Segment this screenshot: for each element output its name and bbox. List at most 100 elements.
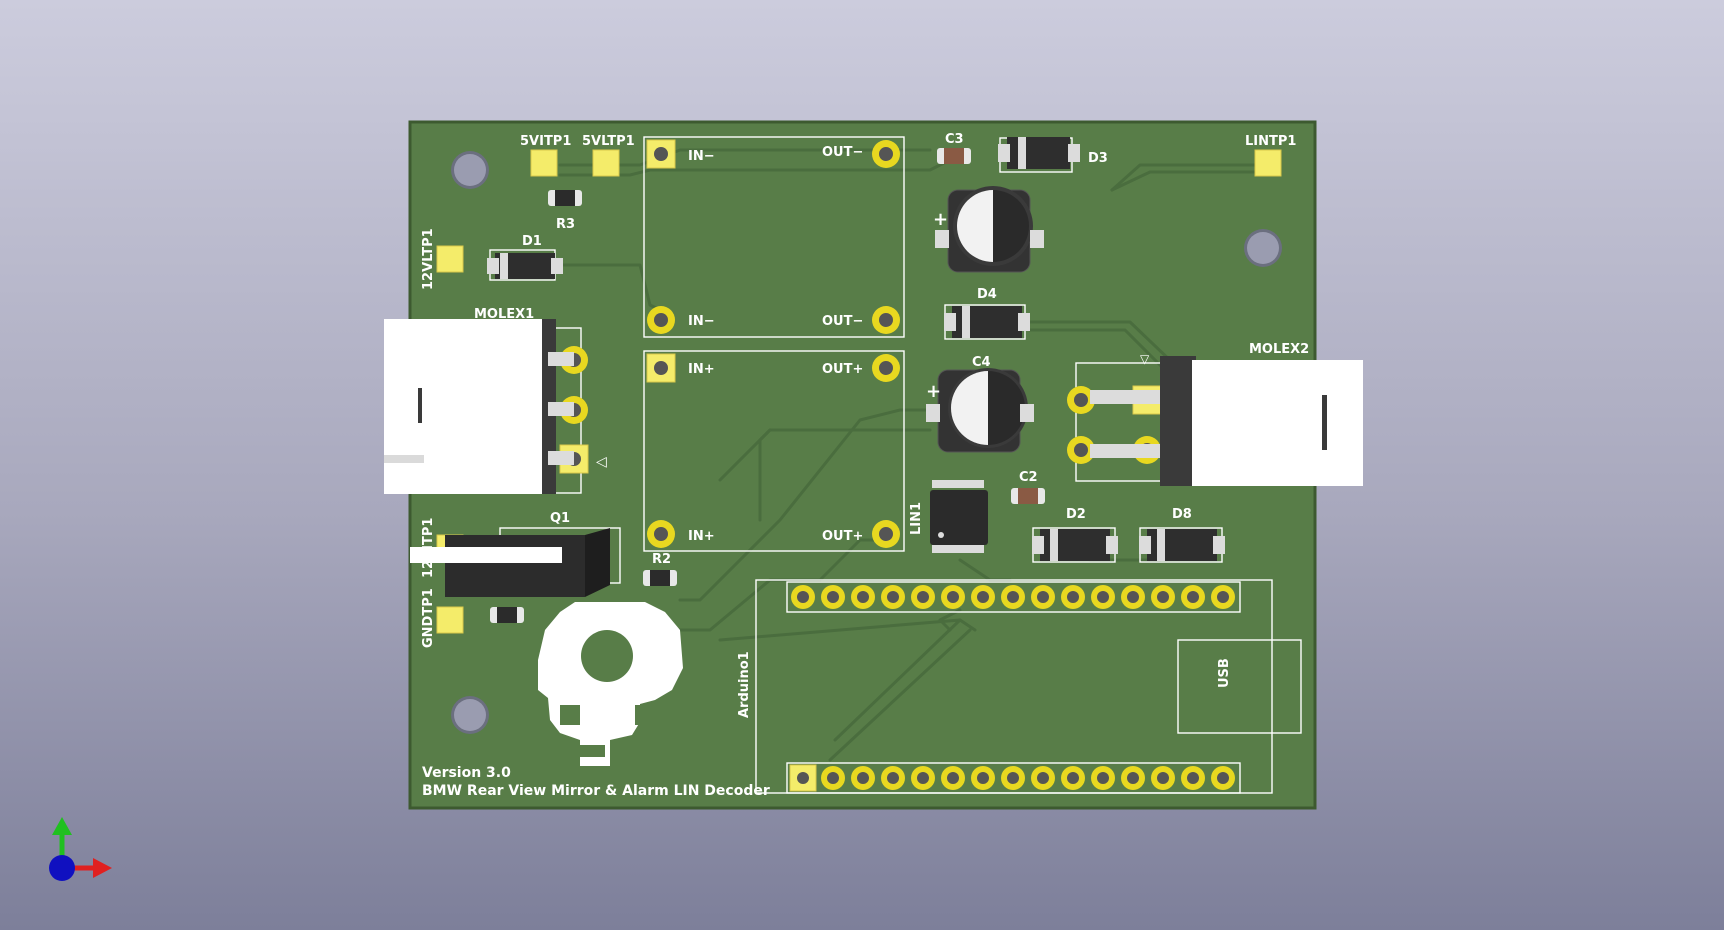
header-pin-hole	[1217, 772, 1229, 784]
transistor-q1-label: Q1	[550, 511, 570, 526]
header-pin-hole	[797, 591, 809, 603]
z-axis-dot	[49, 855, 75, 881]
module-bottom-out-plus-2: OUT+	[822, 529, 863, 544]
resistor-r1	[490, 607, 524, 623]
header-pin-hole	[947, 591, 959, 603]
connector-molex1-label: MOLEX1	[474, 307, 534, 322]
capacitor-c4: + C4	[926, 355, 1034, 453]
test-point-12vl	[436, 245, 464, 273]
connector-molex1: MOLEX1 ◁	[384, 307, 607, 494]
diodes: D1 D3 D4	[487, 137, 1225, 563]
module-bottom-in-plus-1: IN+	[688, 362, 715, 377]
module-bottom-in-plus-2: IN+	[688, 529, 715, 544]
capacitor-c5: +	[933, 186, 1044, 273]
diode-d3-label: D3	[1088, 151, 1108, 166]
pcb-board: 5VITP1 5VLTP1 LINTP1 12VLTP1 12VITP1 GND…	[384, 120, 1363, 810]
connector-molex2: MOLEX2 ▽	[1067, 342, 1363, 486]
version-label: Version 3.0	[422, 765, 511, 781]
header-pin-hole	[1127, 772, 1139, 784]
header-pin-hole	[1157, 772, 1169, 784]
diode-d8: D8	[1139, 507, 1225, 563]
module-top-in-minus-2: IN−	[688, 314, 715, 329]
header-pin-hole	[827, 591, 839, 603]
diode-d8-label: D8	[1172, 507, 1192, 522]
capacitor-c2: C2	[1011, 470, 1045, 504]
diode-d4-label: D4	[977, 287, 997, 302]
capacitor-c3: C3	[937, 132, 971, 164]
header-pin-hole	[1037, 591, 1049, 603]
header-row-bottom	[789, 764, 1235, 792]
header-pin-hole	[917, 772, 929, 784]
connector-molex2-pin1-marker: ▽	[1140, 352, 1150, 366]
header-pin-hole	[1217, 591, 1229, 603]
header-pin-hole	[887, 772, 899, 784]
module-top-in-minus-1: IN−	[688, 149, 715, 164]
y-axis-arrow-head	[52, 817, 72, 835]
header-pin-hole	[857, 772, 869, 784]
header-pin-hole	[1157, 591, 1169, 603]
smd-passives: R3 R2 C3 C2	[490, 132, 1045, 623]
header-pin-hole	[887, 591, 899, 603]
arduino-label: Arduino1	[737, 651, 752, 718]
connector-molex2-label: MOLEX2	[1249, 342, 1309, 357]
usb-label: USB	[1217, 658, 1232, 688]
board-logo	[538, 602, 683, 766]
test-point-5vl-label: 5VLTP1	[582, 134, 635, 149]
header-pin-hole	[977, 591, 989, 603]
board-title-label: BMW Rear View Mirror & Alarm LIN Decoder	[422, 783, 770, 799]
x-axis-arrow-head	[93, 858, 112, 878]
header-pin-hole	[1007, 591, 1019, 603]
test-point-gnd-label: GNDTP1	[421, 588, 436, 648]
test-point-5vi	[530, 149, 558, 177]
capacitor-c4-plus: +	[926, 381, 941, 402]
connector-molex1-pin1-marker: ◁	[596, 454, 607, 470]
resistor-r3: R3	[548, 190, 582, 232]
capacitor-c2-label: C2	[1019, 470, 1038, 485]
header-pin-hole	[1097, 591, 1109, 603]
diode-d1-label: D1	[522, 234, 542, 249]
dc-dc-module-bottom: IN+ OUT+ IN+ OUT+	[643, 350, 905, 552]
test-point-5vl	[592, 149, 620, 177]
test-point-lin-label: LINTP1	[1245, 134, 1296, 149]
test-point-12vl-label: 12VLTP1	[421, 228, 436, 290]
transistor-q1: Q1	[410, 511, 621, 597]
test-point-5vi-label: 5VITP1	[520, 134, 571, 149]
dc-dc-module-top: IN− OUT− IN− OUT−	[643, 136, 905, 338]
header-pin-hole	[1187, 772, 1199, 784]
module-bottom-out-plus-1: OUT+	[822, 362, 863, 377]
capacitor-c4-label: C4	[972, 355, 991, 370]
module-top-out-minus-2: OUT−	[822, 314, 863, 329]
header-row-top	[791, 585, 1235, 609]
diode-d4: D4	[944, 287, 1030, 340]
resistor-r2: R2	[643, 552, 677, 586]
header-pin-hole	[977, 772, 989, 784]
axes-gizmo[interactable]	[49, 817, 112, 881]
ic-lin1: LIN1	[909, 480, 988, 553]
header-pin-hole	[827, 772, 839, 784]
test-point-lin	[1254, 149, 1282, 177]
header-pin-hole	[947, 772, 959, 784]
resistor-r2-label: R2	[652, 552, 671, 567]
header-pin-hole	[1067, 591, 1079, 603]
diode-d2: D2	[1032, 507, 1118, 563]
diode-d2-label: D2	[1066, 507, 1086, 522]
header-pin-hole	[797, 772, 809, 784]
header-pin-hole	[917, 591, 929, 603]
header-pin-hole	[1187, 591, 1199, 603]
test-point-gnd	[436, 606, 464, 634]
diode-d1: D1	[487, 234, 563, 281]
capacitor-c5-plus: +	[933, 209, 948, 230]
module-top-out-minus-1: OUT−	[822, 145, 863, 160]
electrolytic-capacitors: + + C4	[926, 186, 1044, 453]
resistor-r3-label: R3	[556, 217, 575, 232]
header-pin-hole	[1067, 772, 1079, 784]
header-pin-hole	[857, 591, 869, 603]
mounting-holes	[451, 151, 1282, 734]
capacitor-c3-label: C3	[945, 132, 964, 147]
ic-lin1-label: LIN1	[909, 502, 924, 535]
diode-d3: D3	[998, 137, 1108, 173]
header-pin	[789, 764, 817, 792]
header-pin-hole	[1037, 772, 1049, 784]
header-pin-hole	[1127, 591, 1139, 603]
